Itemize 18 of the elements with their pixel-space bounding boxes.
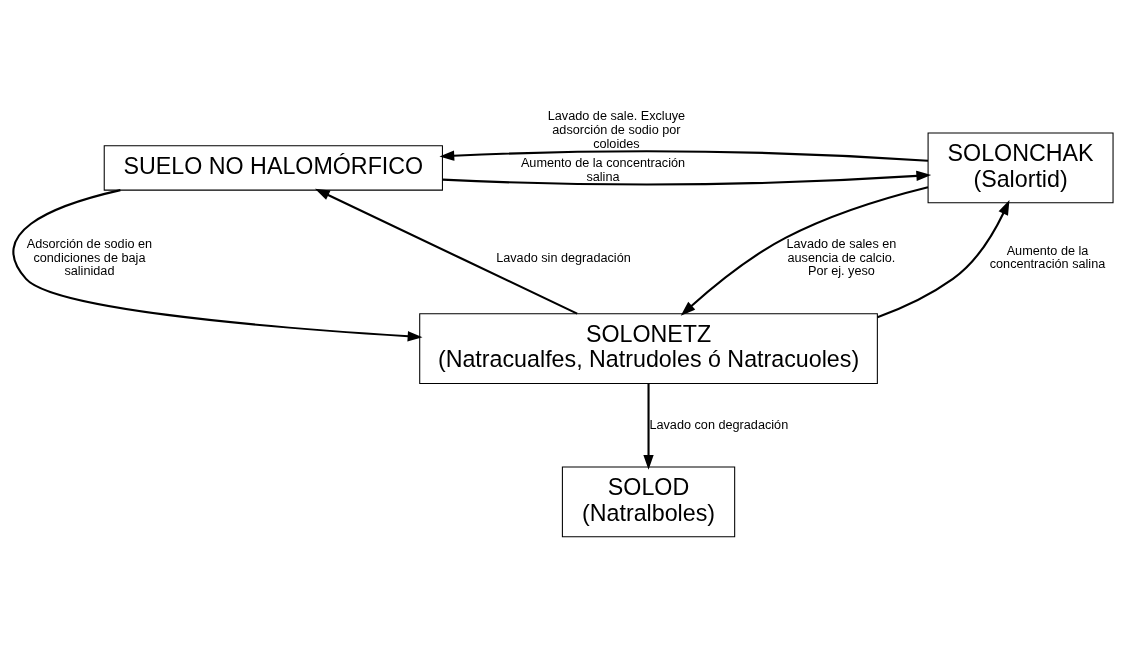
arrow: [442, 170, 932, 186]
arrow: [643, 383, 654, 470]
edge-label: Aumento de la concentración salina: [989, 243, 1106, 272]
arrow: [12, 189, 423, 342]
arrow: [439, 150, 929, 162]
edge-label: Lavado de sale. Excluye adsorción de sodio por coloides: [547, 109, 686, 151]
node-box: SUELO NO HALOMÓRFICO: [103, 145, 443, 191]
arrow: [877, 200, 1010, 319]
node-box: SOLONETZ (Natracualfes, Natrudoles ó Natracuoles): [419, 313, 878, 385]
arrow: [680, 186, 929, 316]
edge-label: Lavado con degradación: [649, 417, 789, 432]
node-box: SOLONCHAK (Salortid): [927, 132, 1114, 204]
node-box: SOLOD (Natralboles): [561, 466, 736, 538]
edge-label: Lavado sin degradación: [496, 250, 631, 265]
edge-label: Adsorción de sodio en condiciones de baja salinidad: [26, 236, 153, 279]
arrow: [314, 188, 578, 315]
edge-label: Lavado de sales en ausencia de calcio. Por ej. yeso: [786, 236, 897, 279]
edge-label: Aumento de la concentración salina: [520, 156, 686, 184]
